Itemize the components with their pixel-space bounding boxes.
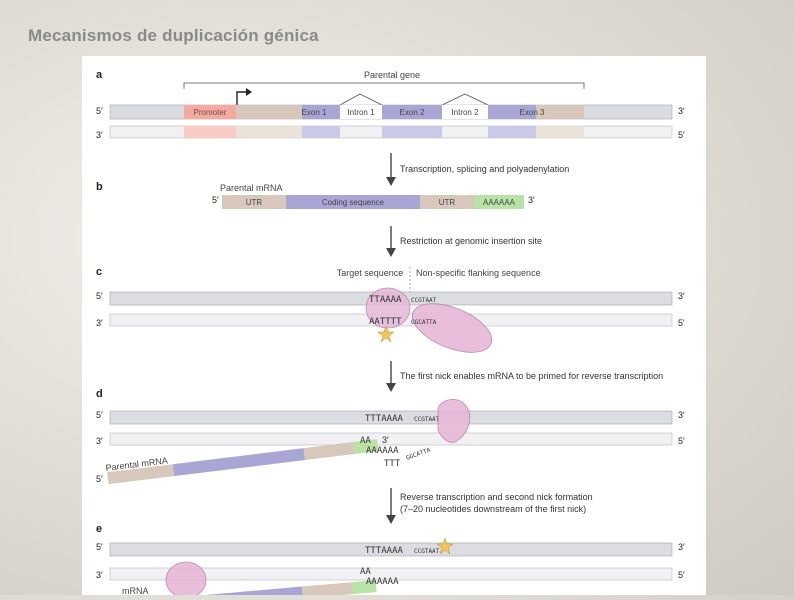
- panel-b-three-prime: 3′: [528, 195, 535, 205]
- c-bottom-flank: GGCATTA: [411, 319, 437, 326]
- parental-mrna-label: Parental mRNA: [220, 183, 283, 193]
- intron2-label: Intron 2: [451, 108, 479, 117]
- panel-c-letter: c: [96, 266, 102, 278]
- e-top-flank: CCGTAAT: [414, 548, 440, 555]
- enzyme-blob-e: [166, 562, 206, 595]
- panel-a-letter: a: [96, 69, 103, 81]
- c-bottom-seq: AATTTT: [369, 317, 402, 327]
- panel-a-five-prime-bottom: 5′: [678, 130, 685, 140]
- exon1-label: Exon 1: [302, 108, 327, 117]
- d-bottom-flank: GGCATTA: [405, 447, 432, 462]
- promoter-arrowhead: [246, 88, 252, 96]
- exon2-label: Exon 2: [400, 108, 425, 117]
- d-three-mark: 3′: [382, 435, 389, 445]
- d-bottom-strand: [110, 433, 672, 445]
- intron2-splice-line: [442, 94, 488, 105]
- d-polya: AAAAAA: [366, 446, 399, 456]
- panel-d-five-prime: 5′: [96, 410, 103, 420]
- retrotransposition-diagram: a Parental gene 5′ 3′ Promoter: [82, 56, 706, 595]
- promoter-label: Promoter: [194, 108, 227, 117]
- e-top-seq: TTTAAAA: [365, 546, 404, 556]
- panel-e-five-prime: 5′: [96, 542, 103, 552]
- panel-d-five-prime-bottom: 5′: [678, 436, 685, 446]
- e-aa: AA: [360, 567, 371, 577]
- exon1-utr-segment: [236, 105, 302, 119]
- panel-e-five-prime-bottom: 5′: [678, 570, 685, 580]
- exon3-label: Exon 3: [520, 108, 545, 117]
- panel-c-five-prime-bottom: 5′: [678, 318, 685, 328]
- c-top-flank: CCGTAAT: [411, 297, 437, 304]
- figure-panel: a Parental gene 5′ 3′ Promoter: [82, 56, 706, 595]
- utr5-label: UTR: [246, 198, 263, 207]
- d-top-seq: TTTAAAA: [365, 414, 404, 424]
- nick-star-c: [378, 326, 394, 342]
- parental-gene-label: Parental gene: [364, 70, 420, 80]
- panel-e-letter: e: [96, 523, 102, 535]
- d-aa: AA: [360, 436, 371, 446]
- coding-sequence-label: Coding sequence: [322, 198, 385, 207]
- step4-label-line1: Reverse transcription and second nick fo…: [400, 492, 593, 502]
- e-mrna-utr3: [302, 582, 353, 595]
- step1-arrowhead: [386, 177, 396, 186]
- panel-d-five-prime-mrna: 5′: [96, 474, 103, 484]
- d-top-flank: CCGTAAT: [414, 416, 440, 423]
- panel-a-five-prime: 5′: [96, 106, 103, 116]
- panel-c-three-prime-bottom: 3′: [96, 318, 103, 328]
- panel-d-three-prime: 3′: [678, 410, 685, 420]
- panel-b-five-prime: 5′: [212, 195, 219, 205]
- panel-e-three-prime: 3′: [678, 542, 685, 552]
- intron1-label: Intron 1: [347, 108, 375, 117]
- step3-label: The first nick enables mRNA to be primed…: [400, 371, 663, 381]
- c-top-seq: TTAAAA: [369, 295, 402, 305]
- flanking-sequence-label: Non-specific flanking sequence: [416, 268, 541, 278]
- slide-title: Mecanismos de duplicación génica: [28, 26, 319, 46]
- panel-a-three-prime-bottom: 3′: [96, 130, 103, 140]
- panel-b-letter: b: [96, 181, 103, 193]
- e-polya: AAAAAA: [366, 577, 399, 587]
- panel-e-three-prime-bottom: 3′: [96, 570, 103, 580]
- utr3-label: UTR: [439, 198, 456, 207]
- step1-label: Transcription, splicing and polyadenylat…: [400, 164, 569, 174]
- panel-c-five-prime: 5′: [96, 291, 103, 301]
- polya-label: AAAAAA: [483, 198, 516, 207]
- panel-d-three-prime-bottom: 3′: [96, 436, 103, 446]
- step2-arrowhead: [386, 248, 396, 257]
- step3-arrowhead: [386, 383, 396, 392]
- d-bottom-seq: TTT: [384, 459, 401, 469]
- step4-arrowhead: [386, 515, 396, 524]
- parental-gene-bracket: [184, 83, 584, 89]
- step4-label-line2: (7–20 nucleotides downstream of the firs…: [400, 504, 586, 514]
- panel-a-three-prime: 3′: [678, 106, 685, 116]
- gene-bottom-strand: [110, 126, 672, 138]
- intron1-splice-line: [340, 94, 382, 105]
- panel-d-letter: d: [96, 388, 103, 400]
- step2-label: Restriction at genomic insertion site: [400, 236, 542, 246]
- panel-c-three-prime: 3′: [678, 291, 685, 301]
- d-mrna-coding: [173, 448, 305, 476]
- e-mrna-label: mRNA: [122, 586, 149, 595]
- target-sequence-label: Target sequence: [337, 268, 404, 278]
